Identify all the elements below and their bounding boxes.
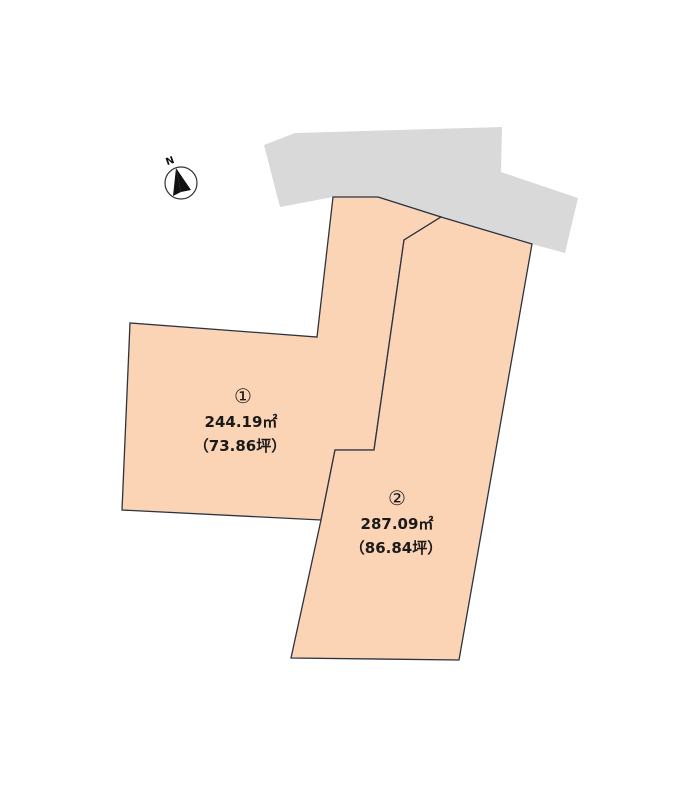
lot-1-area: 244.19㎡ [205, 413, 278, 431]
lot-2-area: 287.09㎡ [361, 515, 434, 533]
north-arrow-icon: N [164, 155, 198, 200]
lot-1-tsubo: （73.86坪） [194, 437, 286, 455]
lot-1-number: ① [234, 384, 252, 408]
lot-2-parcel [290, 216, 533, 661]
lot-2-tsubo: （86.84坪） [350, 539, 442, 557]
lot-2-number: ② [388, 486, 406, 510]
road-area [264, 127, 578, 253]
compass-arrow-left [173, 168, 181, 196]
compass-north-label: N [164, 155, 176, 168]
compass-arrow-right [176, 168, 191, 192]
